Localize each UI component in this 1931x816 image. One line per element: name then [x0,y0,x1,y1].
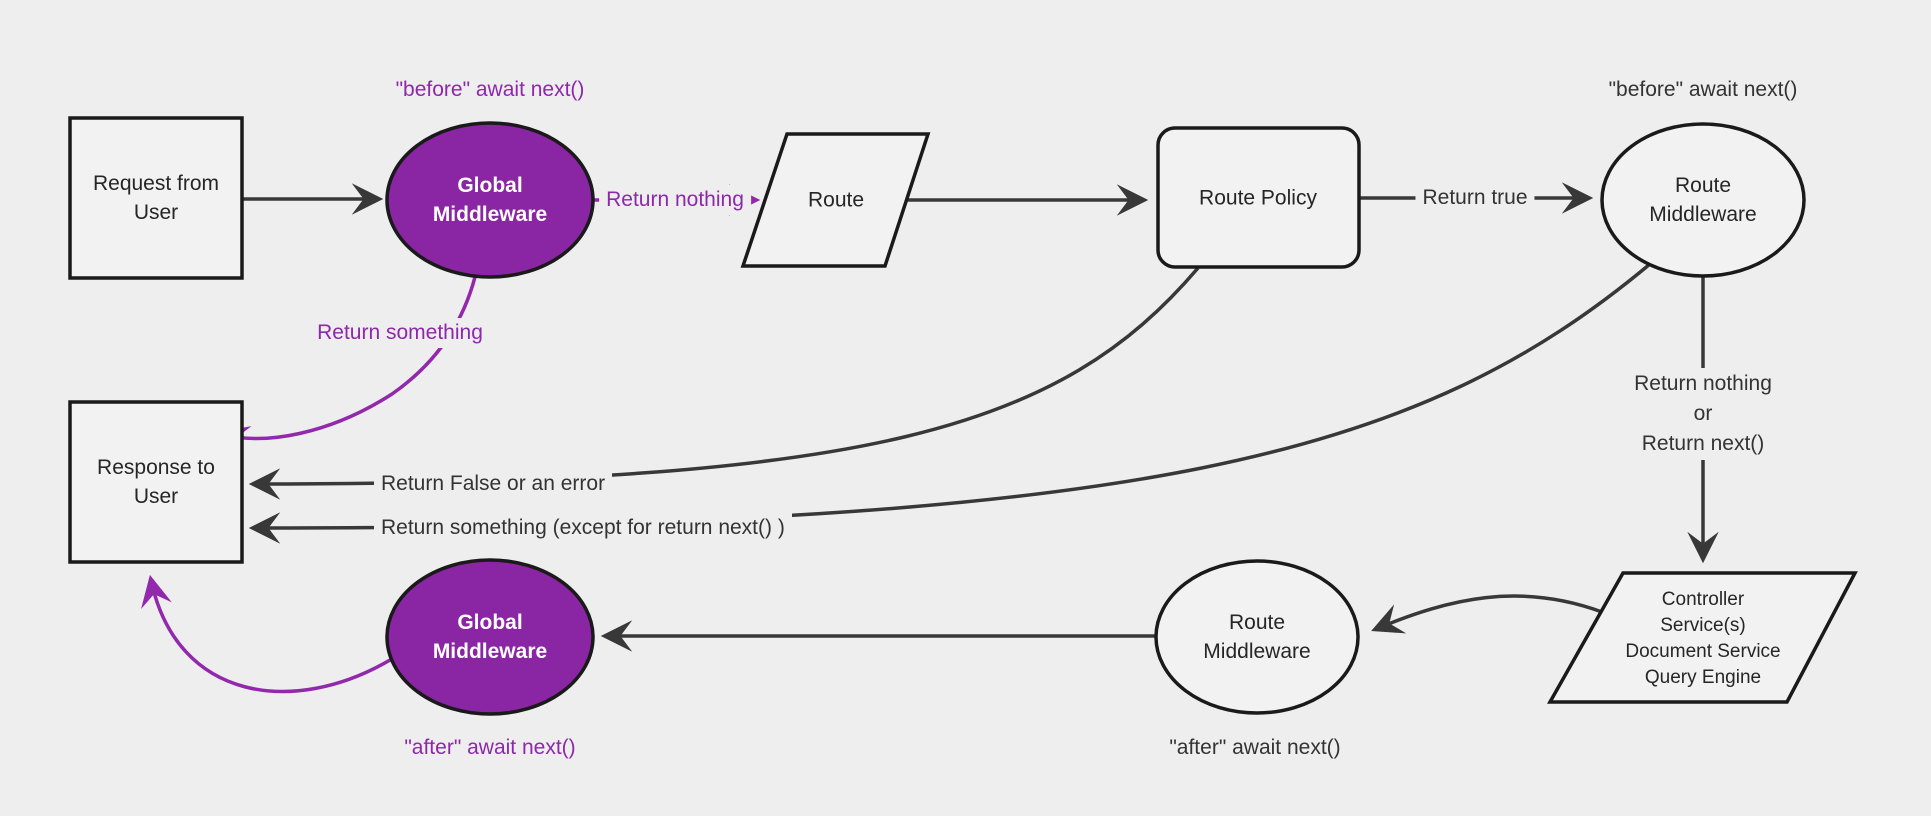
text-line: Return next() [1641,432,1765,455]
text-line: Return nothing [1634,372,1772,395]
label-return-something: Return something [310,318,490,348]
label-return-false-or-error: Return False or an error [374,469,613,499]
label-after-await-route: "after" await next() [1169,736,1341,759]
node-route-parallelogram [740,132,931,268]
label-return-true: Return true [1415,183,1535,213]
label-return-nothing: Return nothing [599,185,751,215]
node-route-middleware-top-ellipse [1600,122,1806,278]
label-after-await-global: "after" await next() [404,736,576,759]
node-route-middleware-bottom-ellipse [1154,559,1360,715]
node-request-rect [68,116,244,280]
node-route-policy-rect [1156,126,1361,269]
edge-global-middleware-return-something-to-response [216,276,477,457]
label-before-await-global: "before" await next() [395,78,585,101]
node-global-middleware-bottom-ellipse [385,558,595,716]
node-response-rect [68,400,244,564]
text-line: or [1693,402,1713,425]
label-return-nothing-or-next: Return nothing or Return next() [1627,368,1779,460]
node-controller-parallelogram [1546,571,1858,704]
label-return-something-except: Return something (except for return next… [374,513,792,543]
edge-global-middleware-bottom-to-response [141,574,391,694]
node-global-middleware-top-ellipse [385,121,595,279]
label-before-await-route: "before" await next() [1608,78,1798,101]
edge-controller-to-route-middleware-bottom [1371,594,1603,634]
edge-route-policy-return-false-to-response [248,266,1200,500]
